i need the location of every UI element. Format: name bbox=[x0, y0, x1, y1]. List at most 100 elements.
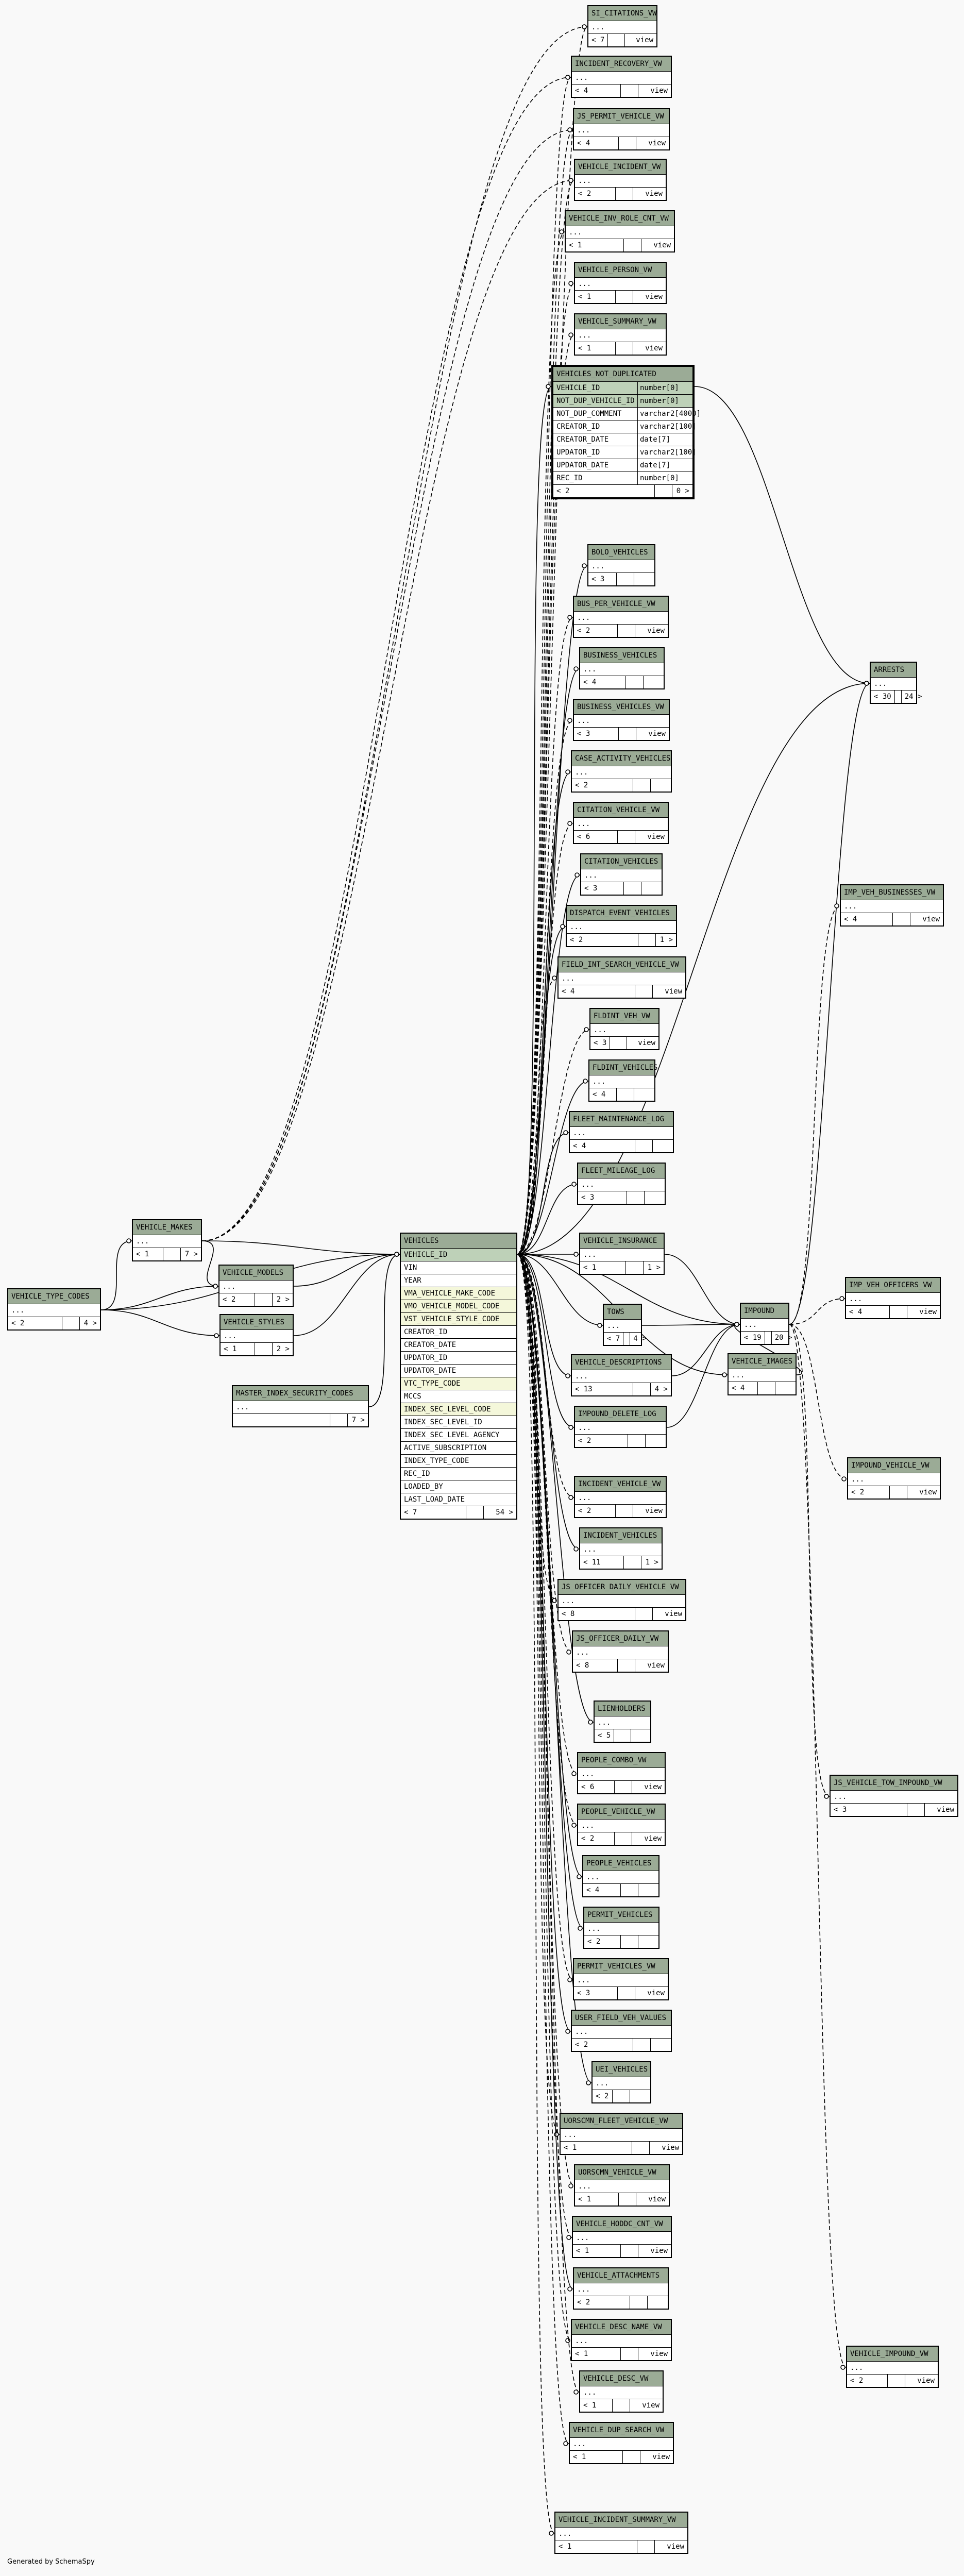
table-fleet-maintenance-log[interactable]: FLEET_MAINTENANCE_LOG...< 4 bbox=[569, 1111, 674, 1153]
column-row[interactable]: INDEX_TYPE_CODE bbox=[401, 1455, 516, 1468]
table-name[interactable]: VEHICLE_INCIDENT_VW bbox=[575, 160, 666, 175]
table-name[interactable]: JS_OFFICER_DAILY_VW bbox=[573, 1631, 668, 1646]
table-name[interactable]: CASE_ACTIVITY_VEHICLES bbox=[572, 751, 671, 766]
table-name[interactable]: FLEET_MAINTENANCE_LOG bbox=[570, 1112, 673, 1127]
table-name[interactable]: INCIDENT_RECOVERY_VW bbox=[572, 57, 671, 72]
table-name[interactable]: MASTER_INDEX_SECURITY_CODES bbox=[233, 1386, 368, 1401]
column-row[interactable]: VTC_TYPE_CODE bbox=[401, 1377, 516, 1390]
column-row[interactable]: CREATOR_ID bbox=[401, 1326, 516, 1339]
table-name[interactable]: JS_VEHICLE_TOW_IMPOUND_VW bbox=[831, 1776, 957, 1791]
table-name[interactable]: VEHICLE_DESC_NAME_VW bbox=[572, 2320, 671, 2335]
table-name[interactable]: DISPATCH_EVENT_VEHICLES bbox=[567, 906, 676, 921]
table-name[interactable]: VEHICLES_NOT_DUPLICATED bbox=[553, 367, 692, 382]
table-name[interactable]: VEHICLE_MODELS bbox=[219, 1266, 293, 1281]
table-name[interactable]: CITATION_VEHICLES bbox=[581, 854, 662, 869]
column-row[interactable]: VST_VEHICLE_STYLE_CODE bbox=[401, 1313, 516, 1326]
table-name[interactable]: VEHICLE_PERSON_VW bbox=[575, 263, 666, 278]
table-name[interactable]: VEHICLE_DESC_VW bbox=[580, 2371, 663, 2386]
table-name[interactable]: BUSINESS_VEHICLES_VW bbox=[574, 700, 669, 715]
table-name[interactable]: BUSINESS_VEHICLES bbox=[580, 648, 664, 663]
column-row[interactable]: UPDATOR_DATE bbox=[401, 1365, 516, 1377]
table-citation-vehicles[interactable]: CITATION_VEHICLES...< 3 bbox=[580, 853, 663, 896]
column-row[interactable]: VEHICLE_ID bbox=[401, 1249, 516, 1261]
table-name[interactable]: VEHICLE_TYPE_CODES bbox=[8, 1289, 100, 1304]
column-row[interactable]: LOADED_BY bbox=[401, 1480, 516, 1493]
table-name[interactable]: PERMIT_VEHICLES bbox=[584, 1908, 658, 1923]
column-row[interactable]: UPDATOR_ID bbox=[401, 1352, 516, 1365]
table-name[interactable]: IMPOUND_VEHICLE_VW bbox=[848, 1458, 940, 1473]
table-bolo-vehicles[interactable]: BOLO_VEHICLES...< 3 bbox=[587, 544, 655, 586]
table-name[interactable]: UORSCMN_FLEET_VEHICLE_VW bbox=[561, 2114, 682, 2129]
table-lienholders[interactable]: LIENHOLDERS...< 5 bbox=[594, 1701, 651, 1743]
table-name[interactable]: VEHICLE_DESCRIPTIONS bbox=[572, 1355, 671, 1370]
column-row[interactable]: VMO_VEHICLE_MODEL_CODE bbox=[401, 1300, 516, 1313]
table-name[interactable]: LIENHOLDERS bbox=[595, 1702, 650, 1716]
table-name[interactable]: TOWS bbox=[604, 1305, 641, 1320]
table-name[interactable]: PEOPLE_VEHICLES bbox=[583, 1856, 658, 1871]
column-row[interactable]: INDEX_SEC_LEVEL_CODE bbox=[401, 1403, 516, 1416]
table-name[interactable]: IMP_VEH_BUSINESSES_VW bbox=[841, 885, 943, 900]
table-name[interactable]: FLDINT_VEHICLES bbox=[589, 1060, 657, 1075]
column-row[interactable]: YEAR bbox=[401, 1274, 516, 1287]
table-name[interactable]: BOLO_VEHICLES bbox=[588, 545, 654, 560]
table-master-index-security-codes[interactable]: MASTER_INDEX_SECURITY_CODES...7 > bbox=[232, 1385, 369, 1427]
table-name[interactable]: VEHICLE_STYLES bbox=[221, 1315, 293, 1330]
table-name[interactable]: VEHICLE_INSURANCE bbox=[580, 1234, 664, 1249]
table-name[interactable]: INCIDENT_VEHICLE_VW bbox=[575, 1477, 666, 1492]
table-name[interactable]: IMP_VEH_OFFICERS_VW bbox=[846, 1278, 940, 1293]
table-business-vehicles[interactable]: BUSINESS_VEHICLES...< 4 bbox=[579, 647, 665, 689]
table-vehicle-attachments[interactable]: VEHICLE_ATTACHMENTS...< 2 bbox=[573, 2267, 669, 2310]
column-row[interactable]: INDEX_SEC_LEVEL_AGENCY bbox=[401, 1429, 516, 1442]
table-name[interactable]: VEHICLE_IMAGES bbox=[729, 1354, 796, 1369]
table-name[interactable]: UEI_VEHICLES bbox=[593, 2062, 650, 2077]
table-name[interactable]: VEHICLE_MAKES bbox=[133, 1220, 201, 1235]
table-name[interactable]: IMPOUND bbox=[741, 1304, 788, 1319]
table-fldint-vehicles[interactable]: FLDINT_VEHICLES...< 4 bbox=[588, 1059, 657, 1102]
table-permit-vehicles[interactable]: PERMIT_VEHICLES...< 2 bbox=[583, 1907, 659, 1949]
table-people-vehicles[interactable]: PEOPLE_VEHICLES...< 4 bbox=[582, 1855, 659, 1897]
table-case-activity-vehicles[interactable]: CASE_ACTIVITY_VEHICLES...< 2 bbox=[571, 750, 672, 793]
column-row[interactable]: CREATOR_DATE bbox=[401, 1339, 516, 1352]
table-name[interactable]: VEHICLE_IMPOUND_VW bbox=[847, 2347, 938, 2362]
table-name[interactable]: BUS_PER_VEHICLE_VW bbox=[574, 597, 668, 612]
table-name[interactable]: IMPOUND_DELETE_LOG bbox=[575, 1407, 666, 1422]
table-name[interactable]: ARRESTS bbox=[871, 663, 916, 678]
column-row[interactable]: INDEX_SEC_LEVEL_ID bbox=[401, 1416, 516, 1429]
column-row[interactable]: VIN bbox=[401, 1261, 516, 1274]
table-name[interactable]: VEHICLE_DUP_SEARCH_VW bbox=[570, 2423, 673, 2438]
table-user-field-veh-values[interactable]: USER_FIELD_VEH_VALUES...< 2 bbox=[571, 2010, 672, 2052]
table-name[interactable]: VEHICLE_HODDC_CNT_VW bbox=[573, 2217, 671, 2232]
